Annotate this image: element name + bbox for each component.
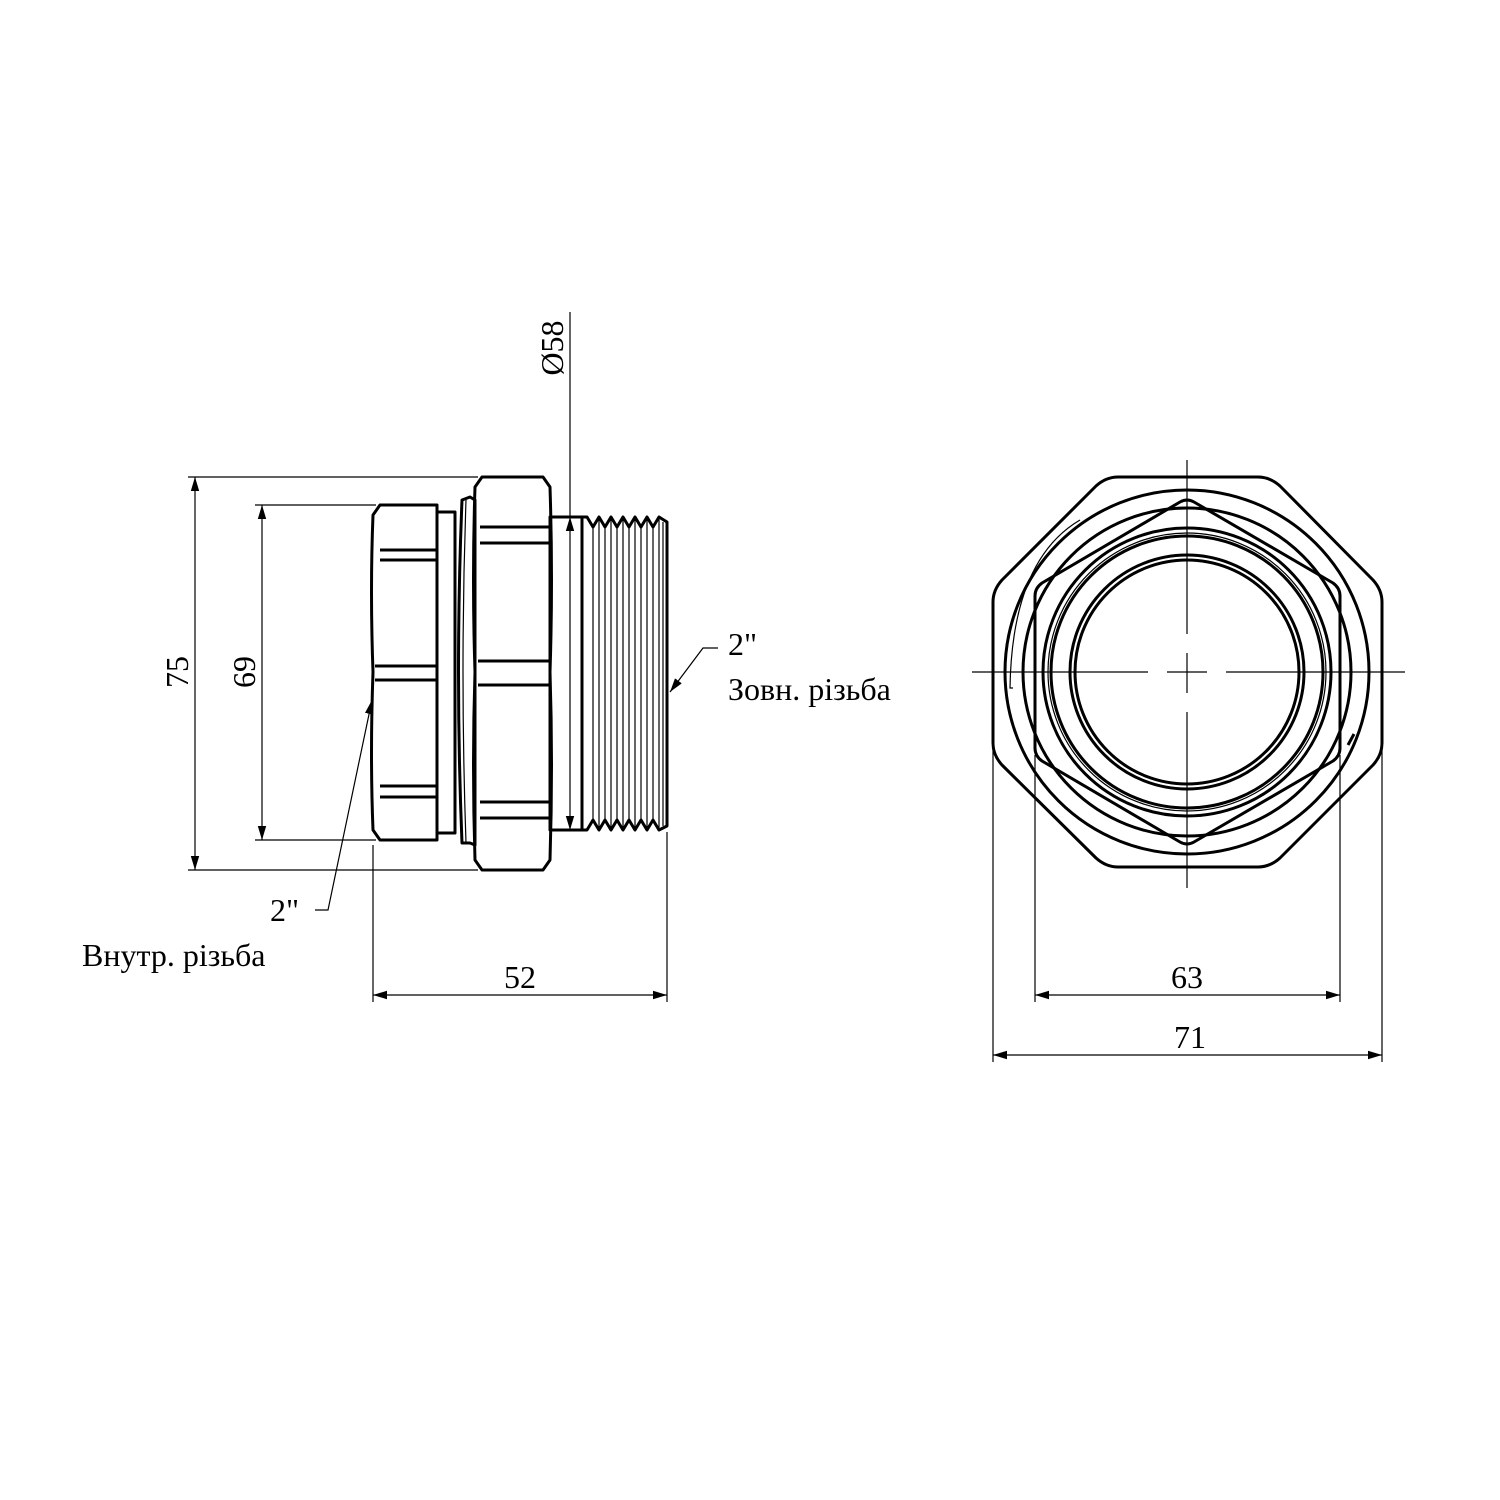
end-view: 63 71: [972, 460, 1405, 1062]
dimension-71: 71: [992, 745, 1383, 1062]
dim-69-label: 69: [226, 656, 262, 688]
inner-thread-callout: 2" Внутр. різьба: [82, 699, 374, 973]
dimension-75: 75: [159, 476, 478, 871]
outer-thread-size: 2": [728, 626, 757, 662]
external-thread: [580, 515, 669, 832]
dim-71-label: 71: [1174, 1019, 1206, 1055]
hex-outline: [1033, 498, 1342, 846]
dim-63-label: 63: [1171, 959, 1203, 995]
side-view: 75 69 Ø58 52 2" Внутр. різьба: [82, 312, 891, 1002]
octagon-outline: [991, 475, 1384, 869]
inner-thread-label: Внутр. різьба: [82, 937, 265, 973]
union-hex-nut: [472, 475, 553, 872]
dimension-63: 63: [1034, 755, 1341, 1002]
dim-75-label: 75: [159, 656, 195, 688]
dim-52-label: 52: [504, 959, 536, 995]
dimension-52: 52: [372, 832, 668, 1002]
dimension-diameter-58: Ø58: [534, 312, 575, 830]
centerlines: [972, 460, 1405, 888]
neck: [435, 510, 457, 835]
o-ring-groove: [457, 495, 477, 847]
dim-58-label: Ø58: [534, 320, 570, 375]
inner-thread-size: 2": [270, 892, 299, 928]
dimension-69: 69: [226, 504, 376, 841]
outer-thread-label: Зовн. різьба: [728, 671, 891, 707]
thread-end-mark: [1346, 733, 1356, 746]
thread-start-mark: [1009, 519, 1081, 689]
outer-thread-callout: 2" Зовн. різьба: [669, 626, 891, 707]
left-hex-nut: [370, 503, 439, 842]
pipe-shoulder: [548, 515, 584, 832]
